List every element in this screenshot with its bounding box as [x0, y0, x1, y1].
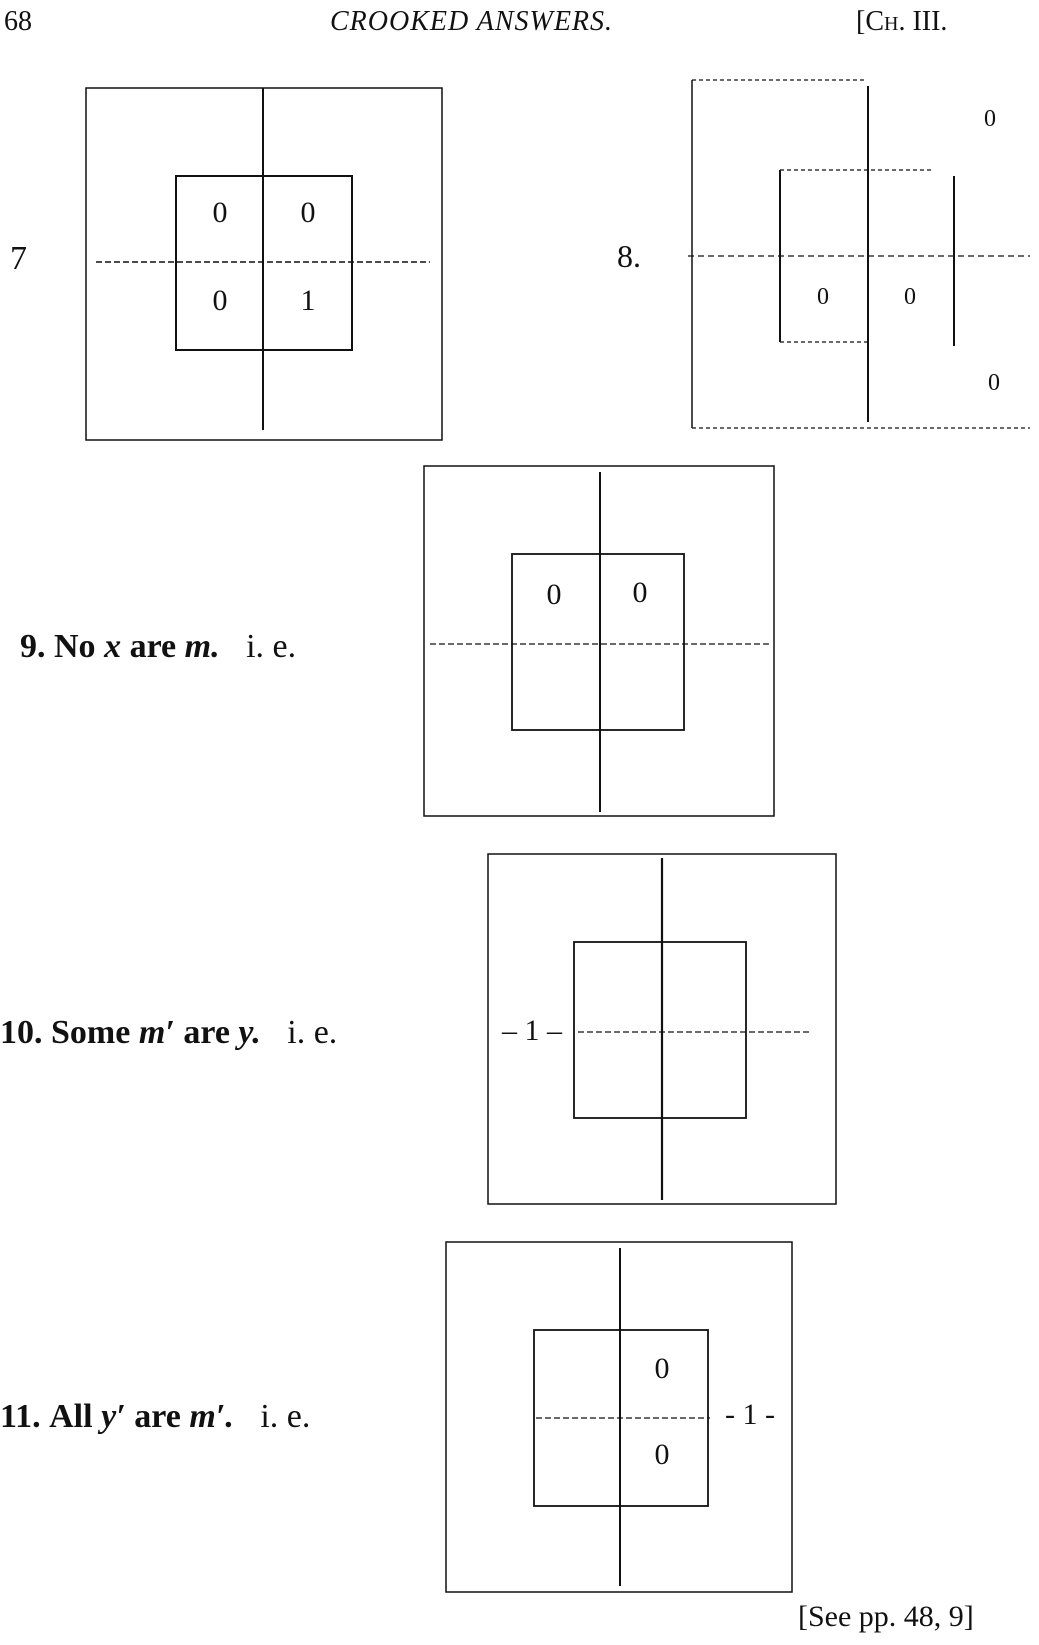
diagram-7-cell: 1 [300, 284, 316, 317]
diagram-11-lines [445, 1241, 793, 1593]
ie-abbreviation: i. e. [246, 628, 297, 665]
diagram-9-cell: 0 [546, 578, 562, 611]
proposition-number: 9. [20, 628, 46, 665]
proposition-number: 10. [0, 1014, 43, 1051]
proposition-word: are [134, 1398, 181, 1435]
proposition-10: 10. Some m′ are y. i. e. [0, 1014, 337, 1052]
diagram-9-cell: 0 [632, 576, 648, 609]
diagram-8-cell: 0 [988, 370, 1000, 396]
proposition-term: y′ [101, 1398, 126, 1435]
proposition-term: m′ [138, 1014, 175, 1051]
diagram-11-cell: 0 [654, 1438, 670, 1471]
chapter-label: [Ch. III. [856, 6, 948, 37]
ie-abbreviation: i. e. [287, 1014, 338, 1051]
proposition-11: 11. All y′ are m′. i. e. [0, 1398, 310, 1436]
ie-abbreviation: i. e. [260, 1398, 311, 1435]
proposition-term: x [104, 628, 122, 665]
diagram-11-outside-value: - 1 - [710, 1398, 790, 1432]
diagram-7-label: 7 [10, 240, 27, 277]
proposition-word: No [54, 628, 96, 665]
page-reference: [See pp. 48, 9] [798, 1600, 974, 1633]
running-title: CROOKED ANSWERS. [330, 6, 614, 37]
diagram-11-cell: 0 [654, 1352, 670, 1385]
proposition-term: m′. [189, 1398, 234, 1435]
diagram-8-lines [688, 79, 1030, 429]
diagram-8-cell: 0 [904, 284, 916, 310]
diagram-10-outside-value: – 1 – [492, 1014, 572, 1048]
diagram-7-cell: 0 [212, 196, 228, 229]
proposition-term: m. [184, 628, 220, 665]
diagram-8-cell: 0 [817, 284, 829, 310]
diagram-9-lines [423, 465, 775, 817]
proposition-word: Some [51, 1014, 131, 1051]
diagram-7-cell: 0 [212, 284, 228, 317]
proposition-word: are [129, 628, 177, 665]
diagram-7-cell: 0 [300, 196, 316, 229]
proposition-word: are [183, 1014, 230, 1051]
proposition-word: All [49, 1398, 93, 1435]
proposition-term: y. [238, 1014, 261, 1051]
page-number: 68 [4, 6, 32, 37]
proposition-number: 11. [0, 1398, 41, 1435]
diagram-10-lines [487, 853, 837, 1205]
diagram-8-cell: 0 [984, 106, 996, 132]
diagram-8-label: 8. [617, 238, 641, 274]
diagram-7-lines [85, 87, 443, 441]
proposition-9: 9. No x are m. i. e. [20, 628, 296, 666]
